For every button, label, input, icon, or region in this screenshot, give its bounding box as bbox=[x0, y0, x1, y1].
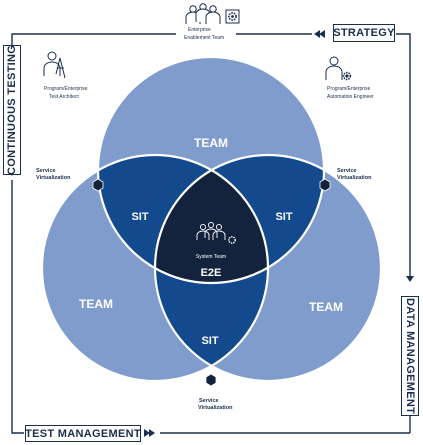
svc-right-line1: Service bbox=[337, 168, 357, 174]
frame-lines bbox=[11, 33, 411, 434]
hex-node-bottom bbox=[205, 373, 217, 387]
sit-label-right: SIT bbox=[275, 211, 292, 223]
test-management-label: TEST MANAGEMENT bbox=[25, 425, 141, 442]
svc-left-line1: Service bbox=[36, 168, 56, 174]
service-virtualization-nodes bbox=[92, 178, 331, 387]
role-right-line2: Automation Engineer bbox=[327, 94, 374, 100]
role-top-line2: Enablement Team bbox=[184, 35, 225, 41]
svc-left-line2: Virtualization bbox=[36, 175, 71, 181]
people-group-icon bbox=[185, 3, 221, 24]
gear-icon bbox=[225, 9, 240, 24]
architect-icon bbox=[43, 51, 66, 79]
strategy-label: STRATEGY bbox=[333, 24, 395, 42]
role-left-line1: Program/Enterprise bbox=[44, 86, 88, 92]
svc-bottom-line2: Virtualization bbox=[198, 405, 233, 411]
data-management-label: DATA MANAGEMENT bbox=[401, 296, 419, 416]
sit-label-left: SIT bbox=[131, 211, 148, 223]
role-right-line1: Program/Enterprise bbox=[327, 86, 371, 92]
system-team-icon bbox=[196, 221, 236, 244]
center-label-e2e: E2E bbox=[201, 267, 222, 279]
center-label-team: System Team bbox=[196, 254, 226, 260]
svc-bottom-line1: Service bbox=[199, 398, 219, 404]
hex-node-right bbox=[319, 178, 331, 192]
engineer-icon bbox=[325, 56, 352, 81]
role-top-line1: Enterprise bbox=[188, 27, 211, 33]
svc-right-line2: Virtualization bbox=[337, 175, 372, 181]
circle-outlines bbox=[40, 55, 383, 383]
team-label-left: TEAM bbox=[79, 297, 113, 311]
team-label-top: TEAM bbox=[194, 136, 228, 150]
role-left-line2: Test Architect bbox=[49, 94, 79, 100]
hex-node-left bbox=[92, 178, 104, 192]
continuous-testing-label: CONTINUOUS TESTING bbox=[3, 45, 21, 175]
sit-label-bottom: SIT bbox=[201, 335, 218, 347]
center-overlap bbox=[155, 155, 268, 283]
team-label-right: TEAM bbox=[309, 300, 343, 314]
